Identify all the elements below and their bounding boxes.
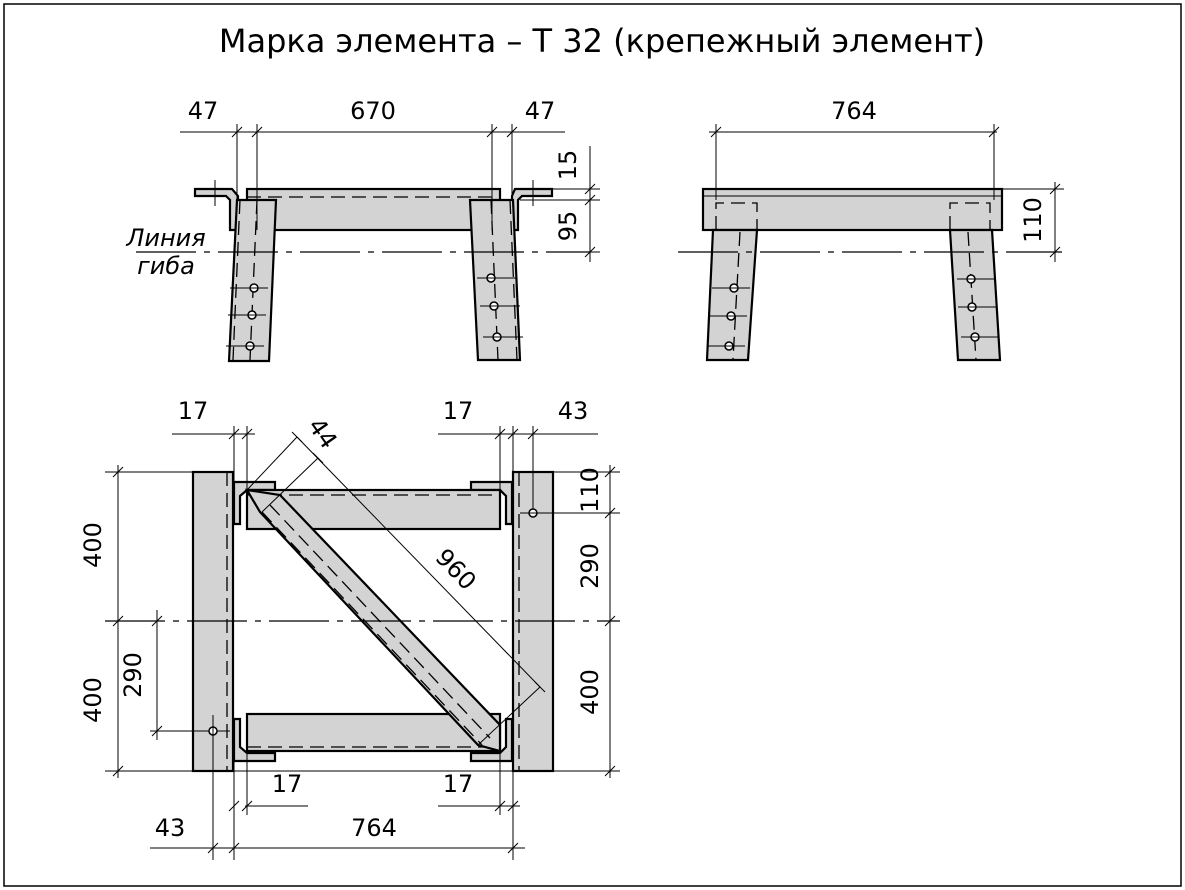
dim-diag-length: 960	[430, 543, 482, 595]
left-flange	[193, 187, 240, 232]
right-flange	[510, 187, 554, 232]
side-left-leg	[705, 228, 759, 362]
dim-span: 670	[350, 97, 396, 125]
dim-bottom-left-gap: 17	[272, 770, 303, 798]
top-plate	[245, 187, 502, 232]
dim-bottom-right-gap: 17	[443, 770, 474, 798]
side-right-leg	[948, 228, 1002, 362]
dim-right-mid: 290	[576, 543, 604, 589]
dim-left-lower: 400	[79, 677, 107, 723]
dim-diag-width: 44	[302, 413, 342, 454]
dim-height-to-bend: 95	[554, 211, 582, 242]
dim-top-right-offset: 43	[558, 397, 589, 425]
dim-left-flange: 47	[188, 97, 219, 125]
dim-plate-thickness: 15	[554, 150, 582, 181]
drawing-title: Марка элемента – Т 32 (крепежный элемент…	[219, 22, 985, 60]
bend-label-line2: гиба	[137, 252, 195, 280]
sheet-border	[3, 3, 1182, 887]
holes	[226, 273, 523, 351]
dim-top-left-gap: 17	[178, 397, 209, 425]
side-plate	[701, 187, 1004, 232]
dim-right-flange: 47	[525, 97, 556, 125]
bend-label-line1: Линия	[125, 224, 205, 252]
dim-side-width: 764	[831, 97, 877, 125]
dim-overall-width: 764	[351, 814, 397, 842]
dim-top-right-gap: 17	[443, 397, 474, 425]
side-view: 764 110	[678, 97, 1064, 362]
dim-side-height: 110	[1019, 197, 1047, 243]
front-view: 47 670 47 15 95 Линия гиба	[125, 97, 600, 363]
dim-bottom-left-offset: 43	[155, 814, 186, 842]
dim-left-upper: 400	[79, 522, 107, 568]
dim-left-hole: 290	[119, 652, 147, 698]
plan-view: 17 17 43 44 960 400 400 290 110 290 400 …	[79, 397, 620, 860]
dim-right-lower: 400	[576, 669, 604, 715]
dim-right-top: 110	[576, 467, 604, 513]
left-leg	[227, 198, 278, 363]
